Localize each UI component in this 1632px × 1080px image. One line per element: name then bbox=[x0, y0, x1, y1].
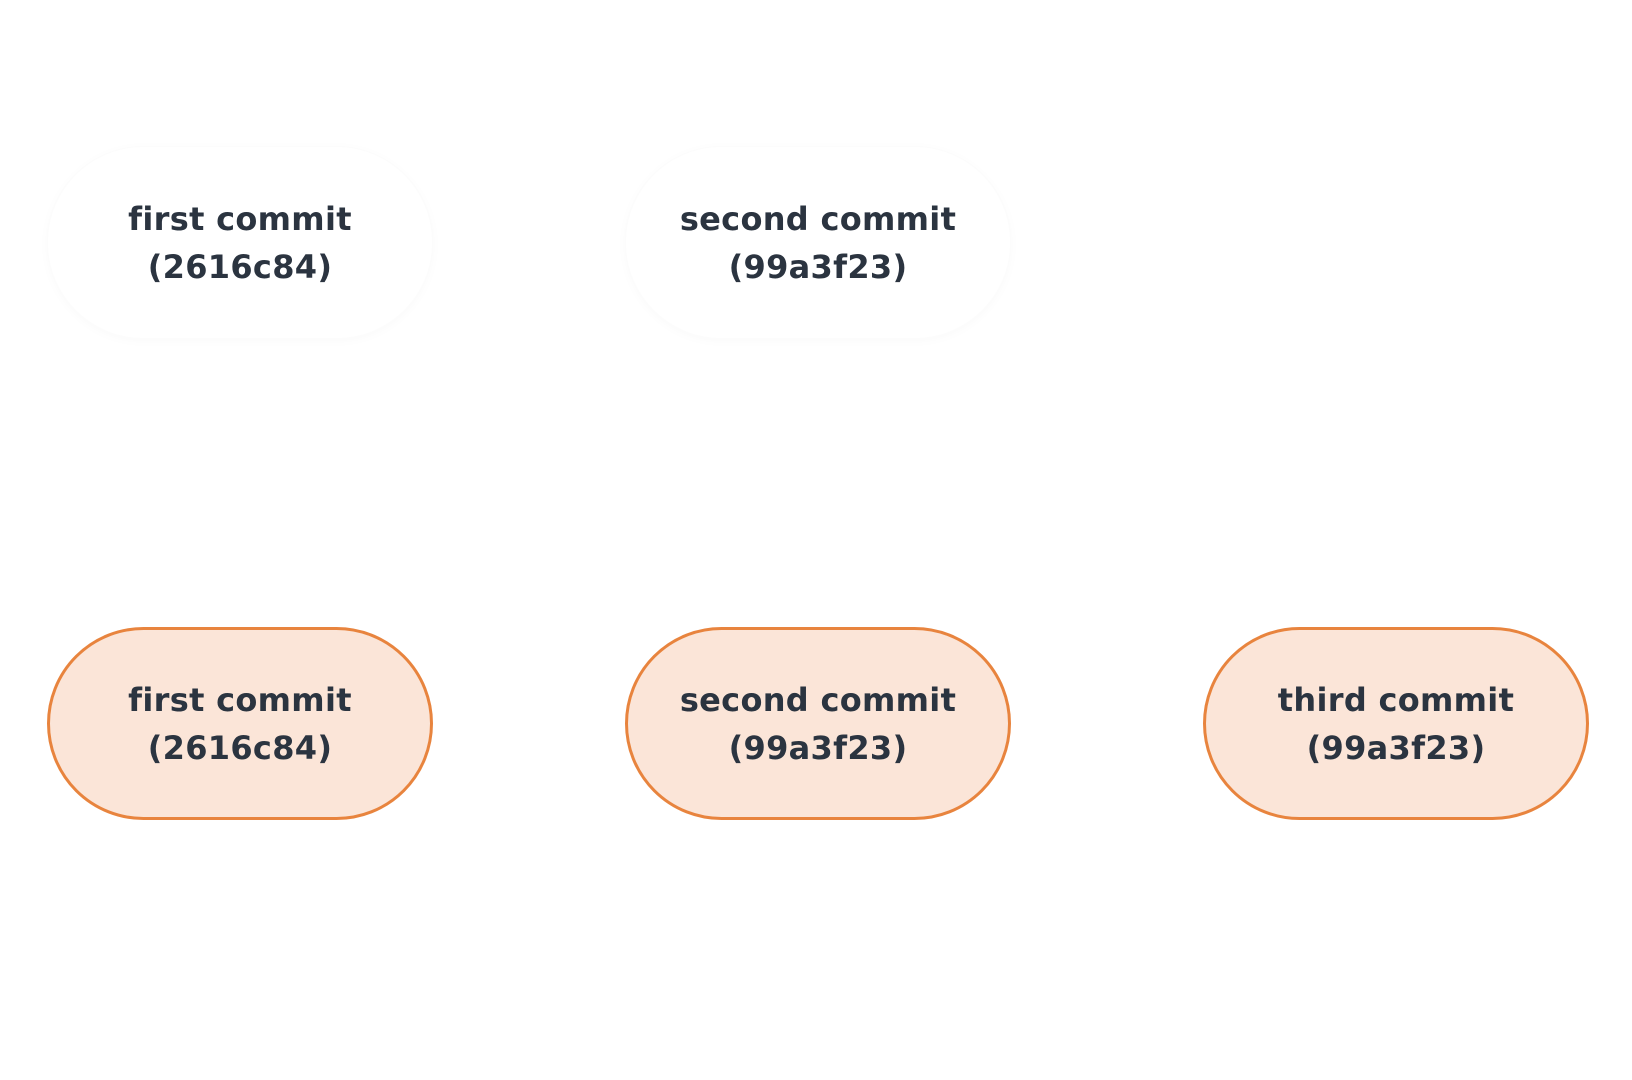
commit-node-second-faded: second commit (99a3f23) bbox=[625, 146, 1011, 339]
commit-message: third commit bbox=[1277, 680, 1515, 719]
commit-message: first commit bbox=[128, 680, 352, 719]
commit-message: second commit bbox=[679, 680, 957, 719]
commit-node-first: first commit (2616c84) bbox=[47, 627, 433, 820]
commit-hash: (99a3f23) bbox=[728, 728, 908, 767]
commit-hash: (99a3f23) bbox=[728, 247, 908, 286]
commit-hash: (2616c84) bbox=[147, 247, 333, 286]
commit-message: first commit bbox=[128, 199, 352, 238]
commit-node-first-faded: first commit (2616c84) bbox=[47, 146, 433, 339]
commit-hash: (2616c84) bbox=[147, 728, 333, 767]
commit-node-third: third commit (99a3f23) bbox=[1203, 627, 1589, 820]
commit-message: second commit bbox=[679, 199, 957, 238]
commit-node-second: second commit (99a3f23) bbox=[625, 627, 1011, 820]
commit-hash: (99a3f23) bbox=[1306, 728, 1486, 767]
